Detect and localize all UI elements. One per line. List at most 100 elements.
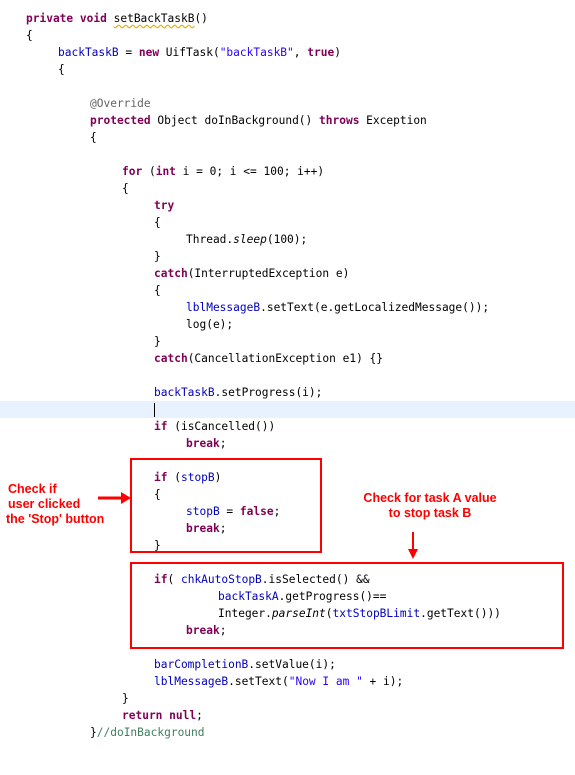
code-line: if (stopB) (0, 469, 575, 486)
method-call: .setValue(i); (248, 658, 336, 671)
brace: } (154, 539, 161, 552)
code-line: backTaskB = new UifTask("backTaskB", tru… (0, 44, 575, 61)
code-line: catch(InterruptedException e) (0, 265, 575, 282)
code-line: { (0, 214, 575, 231)
code-line: { (0, 61, 575, 78)
field-ref: stopB (186, 505, 220, 518)
code-line: { (0, 486, 575, 503)
punct: ; (219, 624, 227, 637)
code-line: barCompletionB.setValue(i); (0, 656, 575, 673)
code-line: if (isCancelled()) (0, 418, 575, 435)
method-call: .getText())) (420, 607, 501, 620)
punct: ) (334, 46, 341, 59)
condition: (isCancelled()) (167, 420, 276, 433)
expression: + i); (362, 675, 404, 688)
brace: { (154, 216, 161, 229)
class-ref: Thread. (186, 233, 234, 246)
punct: ; (219, 522, 227, 535)
for-condition: i = 0; i <= 100; i++) (175, 165, 325, 178)
brace: { (154, 284, 161, 297)
code-line: { (0, 282, 575, 299)
code-line: } (0, 248, 575, 265)
code-line: { (0, 27, 575, 44)
punct: ) (214, 471, 222, 484)
method-signature: Object doInBackground() (150, 114, 320, 127)
right-callout-note: Check for task A value to stop task B (330, 491, 530, 521)
keyword: for (122, 165, 143, 178)
code-line: if( chkAutoStopB.isSelected() && (0, 571, 575, 588)
keyword: try (154, 199, 175, 212)
code-line: } (0, 690, 575, 707)
class-ref: Integer. (218, 607, 272, 620)
method-call: .setText( (228, 675, 289, 688)
punct: ( (325, 607, 333, 620)
keyword: break (186, 522, 220, 535)
operator: = (118, 46, 139, 59)
operator: = (219, 505, 240, 518)
code-line: break; (0, 520, 575, 537)
method-call: .isSelected() && (261, 573, 370, 586)
brace: } (154, 250, 161, 263)
code-line: lblMessageB.setText(e.getLocalizedMessag… (0, 299, 575, 316)
method-call: .getProgress()== (278, 590, 387, 603)
keyword: if (154, 471, 168, 484)
punct: ; (219, 437, 227, 450)
code-line: try (0, 197, 575, 214)
punct: , (293, 46, 308, 59)
left-callout-note: Check if user clicked the 'Stop' button (6, 482, 126, 527)
brace: { (154, 488, 161, 501)
field-ref: lblMessageB (186, 301, 261, 314)
brace: } (90, 726, 97, 739)
keyword: protected (90, 114, 151, 127)
task-a-check-highlight-box (130, 562, 564, 649)
string-literal: "Now I am " (288, 675, 363, 688)
annotation: @Override (90, 97, 151, 110)
keyword: if (154, 573, 168, 586)
current-line-highlight[interactable] (0, 401, 575, 418)
code-editor[interactable]: private void setBackTaskB() { backTaskB … (0, 0, 575, 755)
method-call: log(e); (186, 318, 234, 331)
method-call: .setProgress(i); (214, 386, 323, 399)
brace: { (26, 29, 33, 42)
code-line: private void setBackTaskB() (0, 10, 575, 27)
code-line: log(e); (0, 316, 575, 333)
code-line: } (0, 537, 575, 554)
annotation-arrows (98, 492, 418, 559)
keyword: catch (154, 267, 188, 280)
code-line: break; (0, 435, 575, 452)
field-ref: lblMessageB (154, 675, 229, 688)
keyword: new (138, 46, 160, 59)
code-line: catch(CancellationException e1) {} (0, 350, 575, 367)
field-ref: backTaskA (218, 590, 279, 603)
keyword: true (307, 46, 335, 59)
type-name: Exception (359, 114, 427, 127)
arrow-right-icon (98, 492, 131, 504)
code-line: Integer.parseInt(txtStopBLimit.getText()… (0, 605, 575, 622)
field-ref: txtStopBLimit (332, 607, 421, 620)
brace: { (122, 182, 129, 195)
static-method: parseInt (271, 607, 326, 620)
method-call: .setText(e.getLocalizedMessage()); (260, 301, 490, 314)
brace: { (58, 63, 65, 76)
code-line: return null; (0, 707, 575, 724)
stop-check-highlight-box (130, 458, 322, 553)
note-line: the 'Stop' button (6, 512, 105, 526)
arrow-down-icon (408, 532, 418, 559)
note-line: Check if (8, 482, 57, 496)
catch-param: (InterruptedException e) (187, 267, 350, 280)
field-ref: backTaskB (154, 386, 215, 399)
string-literal: "backTaskB" (219, 46, 294, 59)
args: (100); (266, 233, 308, 246)
code-line: @Override (0, 95, 575, 112)
note-line: to stop task B (388, 506, 472, 520)
keyword: break (186, 437, 220, 450)
code-line: { (0, 129, 575, 146)
punct: ( (142, 165, 156, 178)
keyword: return (122, 709, 163, 722)
punct: ; (273, 505, 281, 518)
text-cursor (154, 403, 155, 417)
keyword: if (154, 420, 168, 433)
code-line: backTaskB.setProgress(i); (0, 384, 575, 401)
brace: } (154, 335, 161, 348)
field-ref: barCompletionB (154, 658, 249, 671)
